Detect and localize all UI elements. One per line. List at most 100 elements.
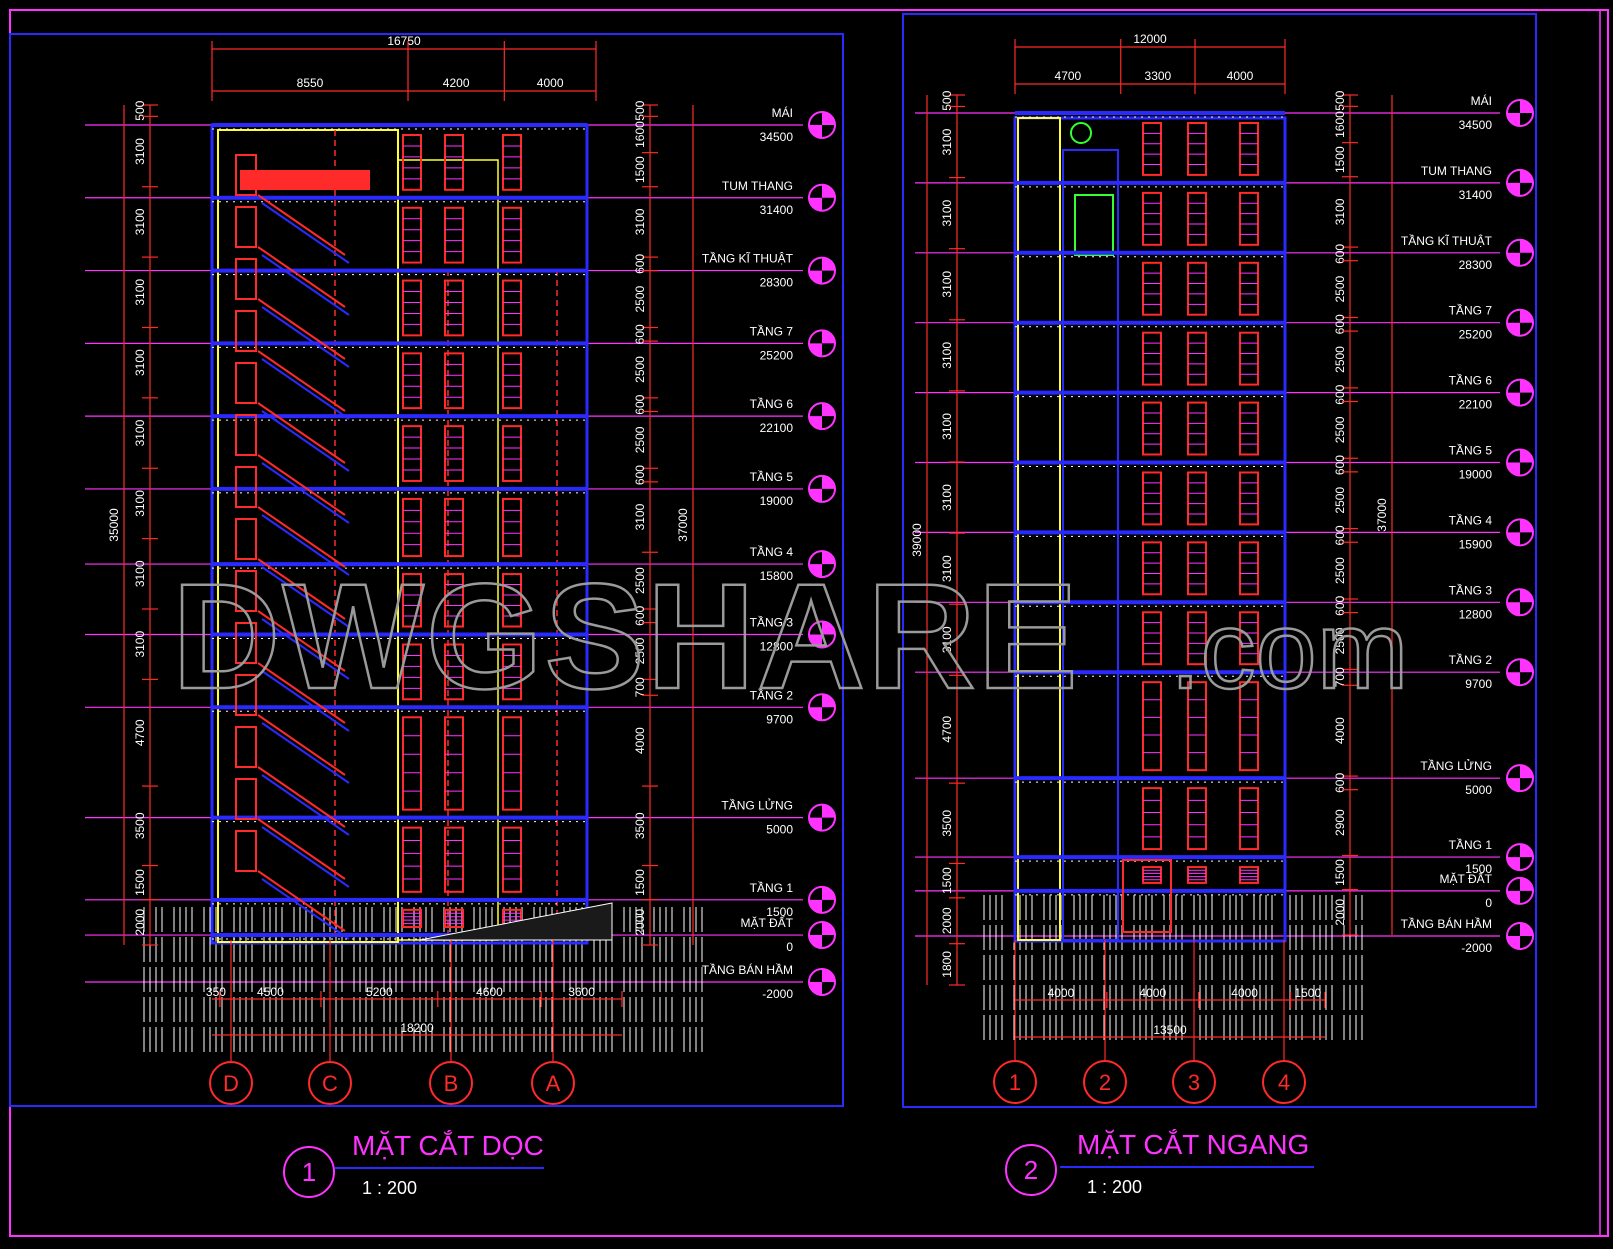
section2-floor-slabs [1015, 111, 1285, 896]
window-frame [1239, 541, 1259, 596]
window-frame [402, 425, 422, 482]
level-marker-fill [809, 886, 835, 913]
stair-flight-edge [261, 826, 350, 888]
level-elevation: 19000 [760, 494, 794, 508]
vertical-dimension: 600 [633, 254, 647, 274]
vertical-total-dimension: 37000 [676, 508, 690, 542]
window-frame [502, 279, 522, 337]
level-elevation: 25200 [760, 348, 794, 362]
vertical-dimension: 3100 [940, 484, 954, 511]
vertical-dimension: 2500 [1333, 346, 1347, 373]
axis-label: C [322, 1071, 338, 1096]
window-frame [1142, 866, 1162, 884]
axis-bubble [531, 1061, 575, 1105]
window-frame [1187, 401, 1207, 456]
stair-landing [235, 622, 257, 664]
window-frame [402, 134, 422, 191]
level-elevation: 19000 [1459, 467, 1493, 481]
axis-label: 3 [1188, 1070, 1200, 1095]
stair-flight-edge [261, 774, 350, 836]
level-elevation: -2000 [762, 987, 793, 1001]
vertical-dimension: 3100 [940, 342, 954, 369]
window-frame [402, 716, 422, 811]
axis-bubble [308, 1061, 352, 1105]
window-frame [502, 352, 522, 410]
level-elevation: 34500 [1459, 118, 1493, 132]
level-name: TẦNG 6 [1449, 373, 1493, 388]
level-marker-fill [1507, 844, 1533, 871]
axis-label: D [223, 1071, 239, 1096]
window-frame [1187, 122, 1207, 176]
section1-ramp [419, 902, 613, 941]
level-name: TẦNG 2 [1449, 652, 1493, 667]
level-marker-fill [809, 475, 835, 502]
vertical-dimension: 2500 [1333, 416, 1347, 443]
vertical-dimension: 700 [1333, 667, 1347, 687]
level-name: TUM THANG [1421, 164, 1492, 178]
axis-label: A [546, 1071, 561, 1096]
stair-landing [235, 726, 257, 768]
bottom-total-dimension: 18200 [400, 1021, 434, 1035]
window-frame [502, 425, 522, 482]
level-elevation: 1500 [1465, 862, 1492, 876]
level-name: TẦNG 3 [1449, 582, 1493, 597]
vertical-dimension: 600 [633, 465, 647, 485]
level-marker-fill [1507, 765, 1533, 792]
window-frame [402, 352, 422, 410]
window-frame [444, 716, 464, 811]
vertical-dimension: 2500 [1333, 557, 1347, 584]
axis-bubble [1172, 1060, 1216, 1104]
window-frame [502, 716, 522, 811]
vertical-dimension: 3100 [940, 271, 954, 298]
section1-soil-hatch [143, 907, 703, 1052]
vertical-dimension: 600 [633, 394, 647, 414]
level-elevation: 15800 [760, 569, 794, 583]
window-frame [1239, 471, 1259, 526]
bottom-part-dimension: 4600 [476, 985, 503, 999]
level-elevation: 22100 [1459, 398, 1493, 412]
level-marker-fill [809, 403, 835, 430]
level-marker-fill [1507, 379, 1533, 406]
level-name: TẦNG BÁN HẦM [1401, 916, 1492, 931]
level-elevation: 25200 [1459, 328, 1493, 342]
stair-flight [257, 818, 346, 880]
level-elevation: 28300 [760, 276, 794, 290]
level-name: TẦNG 6 [750, 396, 794, 411]
stair-landing [235, 570, 257, 612]
stair-landing [235, 258, 257, 300]
window-frame [502, 497, 522, 558]
vertical-dimension: 3100 [133, 560, 147, 587]
section2-scale: 1 : 200 [1087, 1177, 1142, 1197]
vertical-dimension: 4000 [1333, 717, 1347, 744]
top-total-dimension: 16750 [387, 34, 421, 48]
vertical-dimension: 3100 [940, 555, 954, 582]
window-frame [1239, 122, 1259, 176]
level-marker-fill [1507, 877, 1533, 904]
level-name: TẦNG LỬNG [721, 798, 793, 813]
level-elevation: 31400 [760, 203, 794, 217]
vertical-dimension: 600 [633, 605, 647, 625]
window-frame [1239, 611, 1259, 666]
level-elevation: 12800 [1459, 607, 1493, 621]
level-name: MÁI [772, 105, 793, 120]
top-part-dimension: 3300 [1145, 69, 1172, 83]
stair-flight-edge [261, 462, 350, 524]
bottom-part-dimension: 1500 [1294, 986, 1321, 1000]
top-part-dimension: 8550 [297, 76, 324, 90]
section1-number-bubble [283, 1146, 335, 1198]
window-frame [444, 206, 464, 264]
level-name: MẶT ĐẤT [741, 915, 794, 930]
vertical-dimension: 3500 [133, 812, 147, 839]
level-elevation: -2000 [1461, 941, 1492, 955]
section1-title: MẶT CẮT DỌC [352, 1130, 544, 1161]
window-frame [1142, 191, 1162, 246]
window-frame [1142, 401, 1162, 456]
window-frame [502, 573, 522, 628]
vertical-dimension: 4000 [633, 727, 647, 754]
window-frame [1239, 681, 1259, 772]
level-name: MÁI [1471, 93, 1492, 108]
window-frame [1187, 331, 1207, 386]
roof-parapet [240, 170, 370, 190]
